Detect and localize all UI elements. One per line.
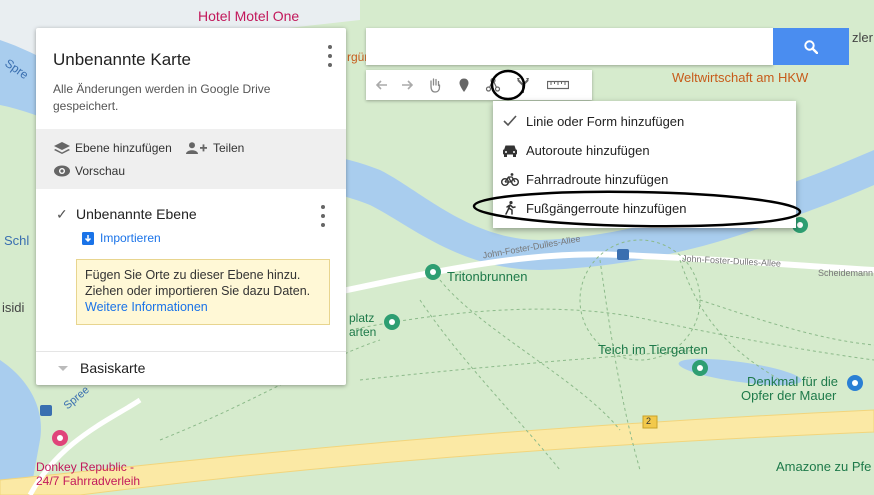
import-label: Importieren (100, 231, 161, 245)
dot-icon (321, 223, 325, 227)
pond (678, 358, 802, 386)
road-main (0, 409, 874, 495)
marker-icon (459, 78, 469, 92)
share-button[interactable]: Teilen (186, 141, 244, 155)
poi-pin-tritonbrunnen[interactable] (425, 264, 441, 280)
eye-icon (54, 165, 70, 177)
map-label-denkmal-1: Denkmal für die (747, 374, 839, 389)
add-person-icon (186, 142, 207, 154)
ruler-icon (547, 80, 569, 90)
undo-button[interactable] (370, 70, 394, 100)
directions-button[interactable] (508, 70, 538, 100)
poi-pin-teich[interactable] (692, 360, 708, 376)
river-spree-south (0, 360, 41, 495)
basemap-section[interactable]: Basiskarte (36, 351, 346, 386)
directions-icon (517, 78, 529, 93)
poi-pin-donkey[interactable] (52, 430, 68, 446)
draw-line-icon (485, 77, 501, 92)
map-label-scheidemann: Scheidemann (818, 268, 874, 278)
dot-icon (321, 205, 325, 209)
hand-icon (430, 78, 441, 93)
menu-item-label: Fußgängerroute hinzufügen (526, 200, 687, 216)
layer-more-menu-button[interactable] (318, 205, 328, 227)
map-label-weltwirtschaft: Weltwirtschaft am HKW (672, 70, 809, 85)
park-paths (159, 259, 874, 471)
select-items-button[interactable] (420, 70, 450, 100)
add-layer-button[interactable]: Ebene hinzufügen (54, 141, 172, 155)
map-label-edge-zler: zler (852, 30, 873, 45)
dot-icon (328, 45, 332, 49)
dot-icon (321, 214, 325, 218)
map-label-garten: arten (349, 325, 377, 339)
car-icon (503, 145, 517, 157)
map-label-teich: Teich im Tiergarten (598, 342, 708, 357)
layer-visibility-checkbox[interactable]: ✓ (56, 206, 68, 222)
add-layer-label: Ebene hinzufügen (75, 141, 172, 155)
map-label-platz: platz (349, 311, 375, 325)
preview-label: Vorschau (75, 164, 126, 178)
map-label-denkmal-2: Opfer der Mauer (741, 388, 837, 403)
check-icon (503, 115, 517, 127)
tip-text: Fügen Sie Orte zu dieser Ebene hinzu. Zi… (85, 268, 311, 298)
draw-line-button[interactable] (478, 70, 508, 100)
map-label-tritonbrunnen: Tritonbrunnen (447, 269, 528, 284)
bus-stop-icon-left (40, 405, 52, 416)
menu-item-walk-route[interactable]: Fußgängerroute hinzufügen (493, 194, 796, 222)
redo-icon (402, 80, 413, 90)
more-info-link[interactable]: Weitere Informationen (85, 300, 208, 314)
poi-pin-platz[interactable] (384, 314, 400, 330)
measure-button[interactable] (538, 70, 578, 100)
dot-icon (328, 63, 332, 67)
map-label-edge-sidi: isidi (2, 300, 25, 315)
map-label-hotel: Hotel Motel One (198, 8, 300, 24)
menu-item-car-route[interactable]: Autoroute hinzufügen (493, 136, 796, 164)
bicycle-icon (501, 172, 519, 186)
map-more-menu-button[interactable] (325, 45, 335, 67)
basemap-label: Basiskarte (80, 360, 146, 376)
import-file-icon (82, 231, 94, 245)
road-dulles (299, 251, 874, 303)
map-label-road-number: 2 (646, 416, 652, 426)
map-label-donkey-1: Donkey Republic - (36, 460, 135, 474)
undo-icon (376, 80, 387, 90)
import-link[interactable]: Importieren (82, 231, 161, 245)
walking-icon (505, 201, 516, 215)
road-number-badge (642, 415, 658, 429)
road-side (27, 397, 142, 495)
layer-help-tip: Fügen Sie Orte zu dieser Ebene hinzu. Zi… (76, 259, 330, 325)
map-title[interactable]: Unbenannte Karte (53, 50, 191, 69)
search-button[interactable] (773, 28, 849, 65)
search-input[interactable] (366, 28, 773, 65)
poi-pin-denkmal[interactable] (847, 375, 863, 391)
menu-item-label: Linie oder Form hinzufügen (526, 113, 685, 129)
menu-item-bike-route[interactable]: Fahrradroute hinzufügen (493, 165, 796, 193)
panel-actions: Ebene hinzufügen Teilen Vorschau (36, 129, 346, 189)
roundabout-path (579, 239, 701, 361)
map-toolbar (366, 70, 592, 100)
redo-button[interactable] (394, 70, 420, 100)
map-label-edge-schl: Schl (4, 233, 30, 248)
dot-icon (328, 54, 332, 58)
draw-line-menu: Linie oder Form hinzufügen Autoroute hin… (493, 101, 796, 228)
share-label: Teilen (213, 141, 245, 155)
map-label-amazone: Amazone zu Pfe (776, 459, 872, 474)
menu-item-label: Fahrradroute hinzufügen (526, 171, 669, 187)
bus-stop-icon (617, 249, 629, 260)
chevron-down-icon (58, 366, 68, 371)
add-marker-button[interactable] (450, 70, 478, 100)
preview-button[interactable]: Vorschau (54, 164, 125, 178)
map-label-donkey-2: 24/7 Fahrradverleih (36, 474, 141, 488)
menu-item-label: Autoroute hinzufügen (526, 142, 650, 158)
map-panel: Unbenannte Karte Alle Änderungen werden … (36, 28, 346, 385)
layer-title[interactable]: Unbenannte Ebene (76, 206, 197, 222)
saved-status: Alle Änderungen werden in Google Drive g… (53, 82, 271, 113)
search-icon (804, 39, 818, 54)
menu-item-line-shape[interactable]: Linie oder Form hinzufügen (493, 107, 796, 135)
layers-icon (54, 142, 70, 154)
